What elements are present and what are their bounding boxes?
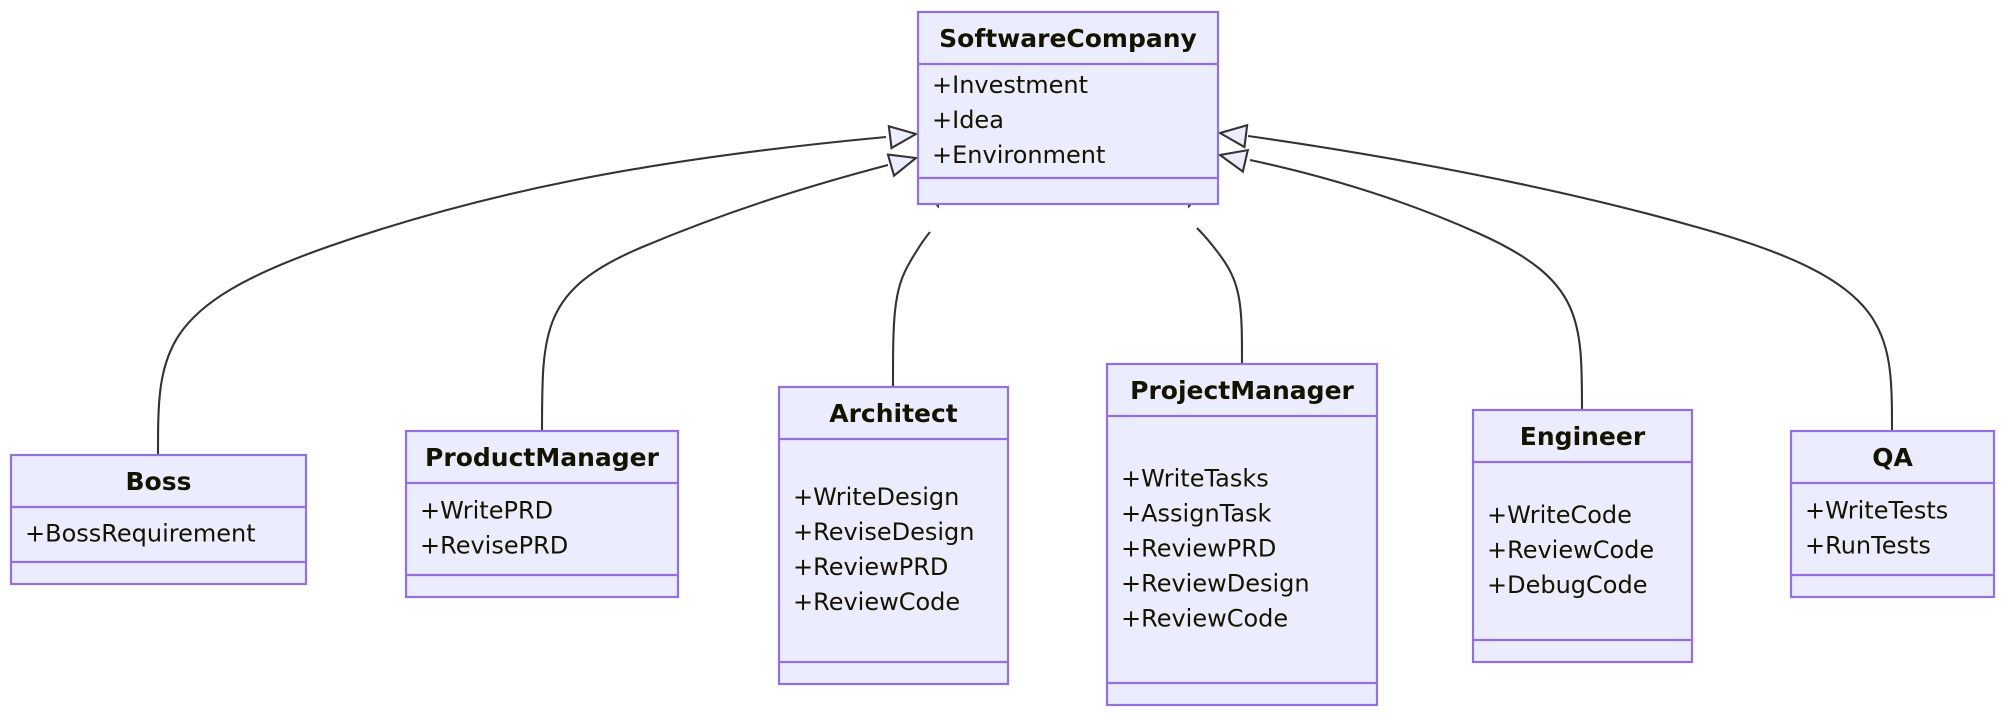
generalization-edge xyxy=(156,124,919,456)
generalization-edge xyxy=(1217,123,1894,432)
class-box[interactable] xyxy=(777,385,1010,686)
generalization-edge xyxy=(1185,176,1244,365)
class-title: SoftwareCompany xyxy=(939,24,1197,53)
class-box[interactable] xyxy=(916,10,1220,206)
class-title: Engineer xyxy=(1520,422,1646,451)
generalization-edge xyxy=(891,176,942,388)
edge-line xyxy=(891,231,931,388)
inheritance-arrowhead xyxy=(1217,148,1250,174)
class-member: +ReviseDesign xyxy=(793,518,974,546)
class-member: +RevisePRD xyxy=(420,532,568,560)
class-node-product-manager[interactable]: ProductManager +WritePRD +RevisePRD xyxy=(404,429,680,599)
class-member: +WriteTests xyxy=(1805,497,1948,525)
class-member: +BossRequirement xyxy=(25,520,256,548)
class-member: +WriteCode xyxy=(1487,501,1632,529)
class-node-software-company[interactable]: SoftwareCompany +Investment +Idea +Environm… xyxy=(916,10,1220,206)
class-member: +ReviewCode xyxy=(1487,536,1654,564)
class-node-boss[interactable]: Boss +BossRequirement xyxy=(9,453,308,586)
class-member: +Environment xyxy=(932,141,1105,169)
edge-line xyxy=(540,163,889,432)
edge-line xyxy=(1247,134,1894,432)
class-title: ProjectManager xyxy=(1130,376,1354,405)
class-member: +WriteDesign xyxy=(793,483,959,511)
class-box[interactable] xyxy=(1471,408,1694,664)
class-member: +WritePRD xyxy=(420,497,553,525)
class-nodes: SoftwareCompany +Investment +Idea +Environm… xyxy=(9,10,1996,707)
edge-line xyxy=(156,135,887,456)
generalization-edge xyxy=(540,153,919,432)
class-member: +WriteTasks xyxy=(1121,465,1269,493)
class-member: +Idea xyxy=(932,106,1004,134)
class-member: +ReviewPRD xyxy=(1121,535,1276,563)
class-title: QA xyxy=(1872,443,1913,472)
generalization-edge xyxy=(1217,148,1584,411)
class-member: +RunTests xyxy=(1805,532,1931,560)
class-member: +ReviewCode xyxy=(1121,605,1288,633)
class-node-engineer[interactable]: Engineer +WriteCode +ReviewCode +DebugCode xyxy=(1471,408,1694,664)
class-box[interactable] xyxy=(404,429,680,599)
edge-line xyxy=(1249,158,1584,411)
inheritance-arrowhead xyxy=(887,124,919,150)
class-title: Boss xyxy=(126,467,192,496)
inheritance-arrowhead xyxy=(886,153,919,178)
class-node-architect[interactable]: Architect +WriteDesign +ReviseDesign +Revie… xyxy=(777,385,1010,686)
class-member: +ReviewCode xyxy=(793,588,960,616)
class-member: +ReviewPRD xyxy=(793,553,948,581)
inheritance-arrowhead xyxy=(1217,123,1249,149)
class-title: ProductManager xyxy=(425,443,660,472)
class-title: Architect xyxy=(829,399,958,428)
class-node-qa[interactable]: QA +WriteTests +RunTests xyxy=(1789,429,1996,599)
class-box[interactable] xyxy=(1789,429,1996,599)
class-member: +DebugCode xyxy=(1487,571,1647,599)
class-member: +ReviewDesign xyxy=(1121,570,1310,598)
class-node-project-manager[interactable]: ProjectManager +WriteTasks +AssignTask +Rev… xyxy=(1105,362,1379,707)
class-box[interactable] xyxy=(1105,362,1379,707)
class-member: +Investment xyxy=(932,71,1088,99)
edge-line xyxy=(1196,227,1244,365)
class-member: +AssignTask xyxy=(1121,500,1272,528)
